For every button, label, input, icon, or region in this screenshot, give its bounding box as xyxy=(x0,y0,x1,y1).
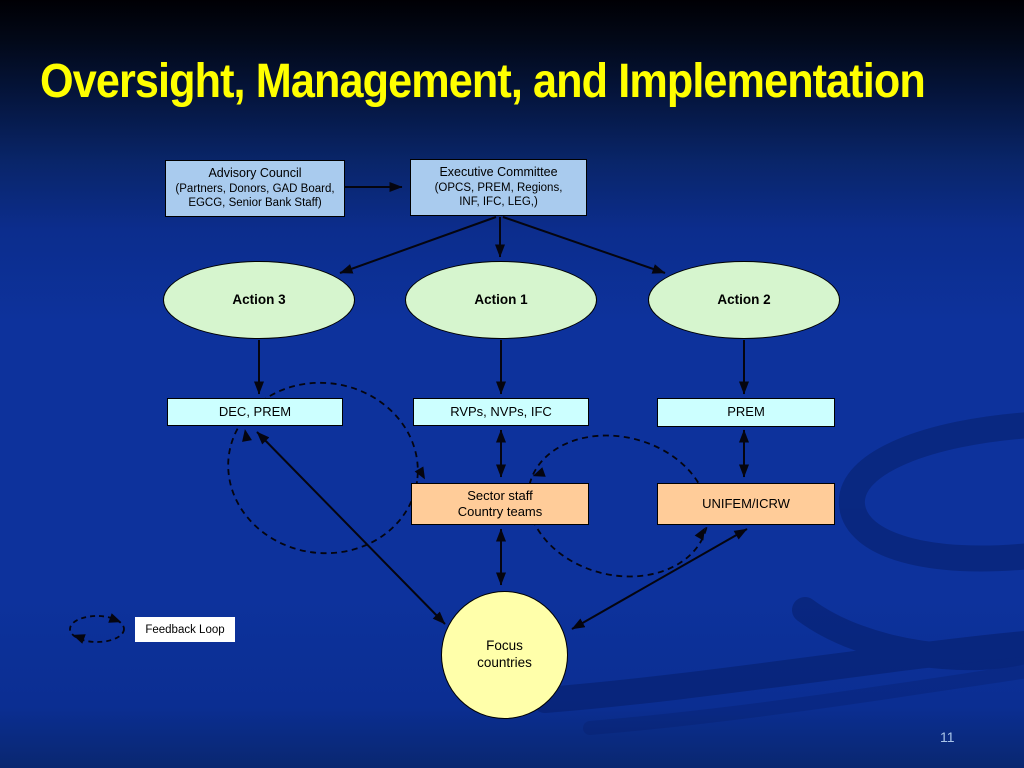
advisory-council-box: Advisory Council (Partners, Donors, GAD … xyxy=(165,160,345,217)
slide-title: Oversight, Management, and Implementatio… xyxy=(40,55,926,108)
action-2-label: Action 2 xyxy=(717,291,771,307)
swirl-bottom-band-2 xyxy=(583,664,1024,735)
action-2-ellipse: Action 2 xyxy=(648,261,840,339)
advisory-council-line3: EGCG, Senior Bank Staff) xyxy=(188,197,322,210)
advisory-council-line2: (Partners, Donors, GAD Board, xyxy=(175,182,335,195)
advisory-council-line1: Advisory Council xyxy=(208,166,302,181)
swirl-bottom-band xyxy=(532,630,1024,713)
swirl-top-right xyxy=(838,412,1024,572)
arrow-executive-to-action2 xyxy=(502,216,666,274)
loop-arrowhead-to-decprem xyxy=(242,429,252,442)
dec-prem-box: DEC, PREM xyxy=(167,398,343,426)
action-1-ellipse: Action 1 xyxy=(405,261,597,339)
solid-arrows xyxy=(254,182,749,630)
action-3-label: Action 3 xyxy=(232,291,286,307)
arrow-decprem-focus xyxy=(256,431,446,625)
executive-committee-box: Executive Committee (OPCS, PREM, Regions… xyxy=(410,159,587,216)
feedback-loop-legend-label: Feedback Loop xyxy=(135,617,235,642)
action-1-label: Action 1 xyxy=(474,291,528,307)
legend-loop-arrowhead-left xyxy=(72,634,86,644)
focus-countries-line2: countries xyxy=(477,655,532,670)
unifem-icrw-label: UNIFEM/ICRW xyxy=(702,495,790,511)
sector-staff-line2: Country teams xyxy=(457,504,543,519)
loop-arrowhead-to-sector-right xyxy=(532,467,546,477)
unifem-icrw-box: UNIFEM/ICRW xyxy=(657,483,835,525)
loop-arrowhead-to-unifem xyxy=(694,527,705,541)
focus-countries-circle: Focus countries xyxy=(441,591,568,719)
prem-label: PREM xyxy=(727,404,765,420)
executive-committee-line3: INF, IFC, LEG,) xyxy=(459,196,538,209)
feedback-loop-arrowheads xyxy=(72,429,705,644)
loop-arrowhead-to-sector-left xyxy=(414,466,425,480)
feedback-loop-left xyxy=(227,381,419,555)
prem-box: PREM xyxy=(657,398,835,427)
dec-prem-label: DEC, PREM xyxy=(218,403,292,419)
executive-committee-line2: (OPCS, PREM, Regions, xyxy=(434,181,563,194)
arrow-executive-to-action3 xyxy=(339,216,497,274)
page-number: 11 xyxy=(940,729,955,745)
rvps-nvps-ifc-label: RVPs, NVPs, IFC xyxy=(450,403,552,419)
arrow-unifem-focus xyxy=(571,528,748,630)
background-swirl-group xyxy=(532,412,1024,735)
sector-staff-line1: Sector staff xyxy=(467,487,533,503)
action-3-ellipse: Action 3 xyxy=(163,261,355,339)
executive-committee-line1: Executive Committee xyxy=(439,165,558,180)
sector-staff-box: Sector staff Country teams xyxy=(411,483,589,525)
rvps-nvps-ifc-box: RVPs, NVPs, IFC xyxy=(413,398,589,426)
feedback-loop-legend xyxy=(69,615,125,643)
legend-loop-arrowhead-right xyxy=(108,613,122,623)
focus-countries-line1: Focus xyxy=(486,638,523,654)
